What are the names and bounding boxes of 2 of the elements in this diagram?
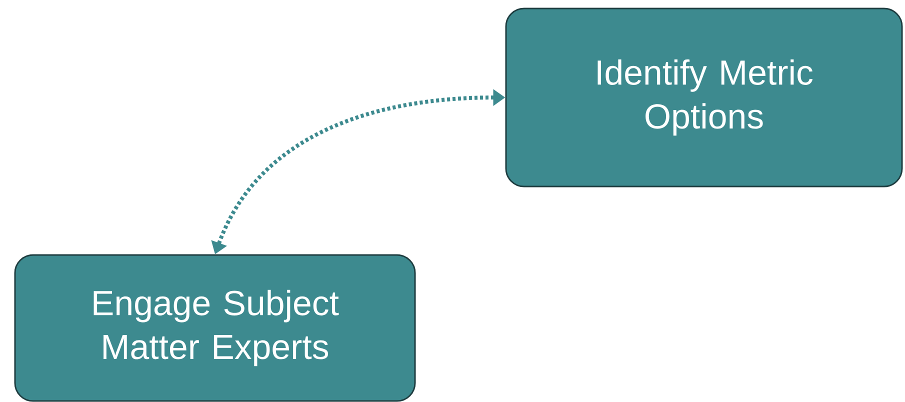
process-box: Identify Metric Options [505,8,903,188]
process-box: Engage Subject Matter Experts [14,254,416,402]
